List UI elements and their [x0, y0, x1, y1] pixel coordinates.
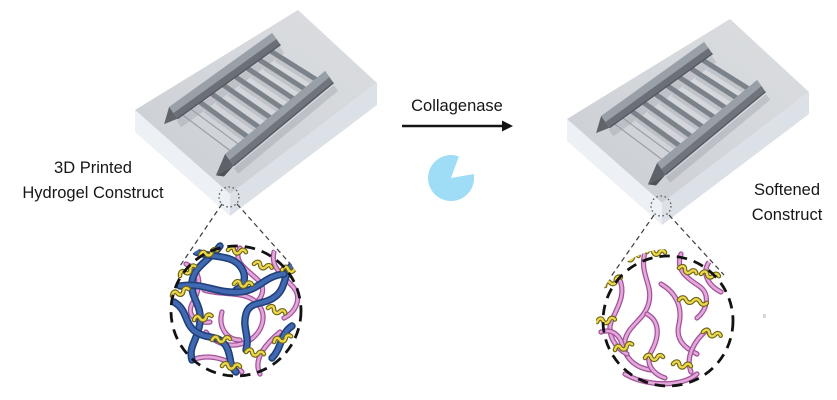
arrow-label: Collagenase — [411, 97, 503, 115]
reaction-arrow — [402, 120, 513, 132]
magnified-network-right — [596, 214, 735, 388]
left-construct-label-line1: 3D Printed — [54, 159, 132, 177]
magnified-network-left — [150, 203, 303, 378]
polymer-network-left — [171, 242, 300, 377]
right-construct-label-line1: Softened — [753, 181, 821, 199]
arrowhead — [502, 120, 513, 132]
right-construct-label: Softened Construct — [722, 178, 837, 228]
right-construct-label-line2: Construct — [751, 206, 823, 224]
callout-lines-right — [609, 214, 725, 279]
speck — [763, 314, 766, 318]
callout-lines-left — [179, 203, 295, 269]
left-construct-label-line2: Hydrogel Construct — [22, 184, 164, 202]
left-construct-label: 3D Printed Hydrogel Construct — [8, 156, 178, 206]
enzyme-body — [428, 155, 475, 202]
dashed-magnifier-circle-right — [601, 254, 735, 388]
pacman-enzyme-icon — [428, 155, 475, 202]
polymer-network-right — [596, 249, 724, 387]
dashed-magnifier-circle-left — [169, 244, 303, 378]
